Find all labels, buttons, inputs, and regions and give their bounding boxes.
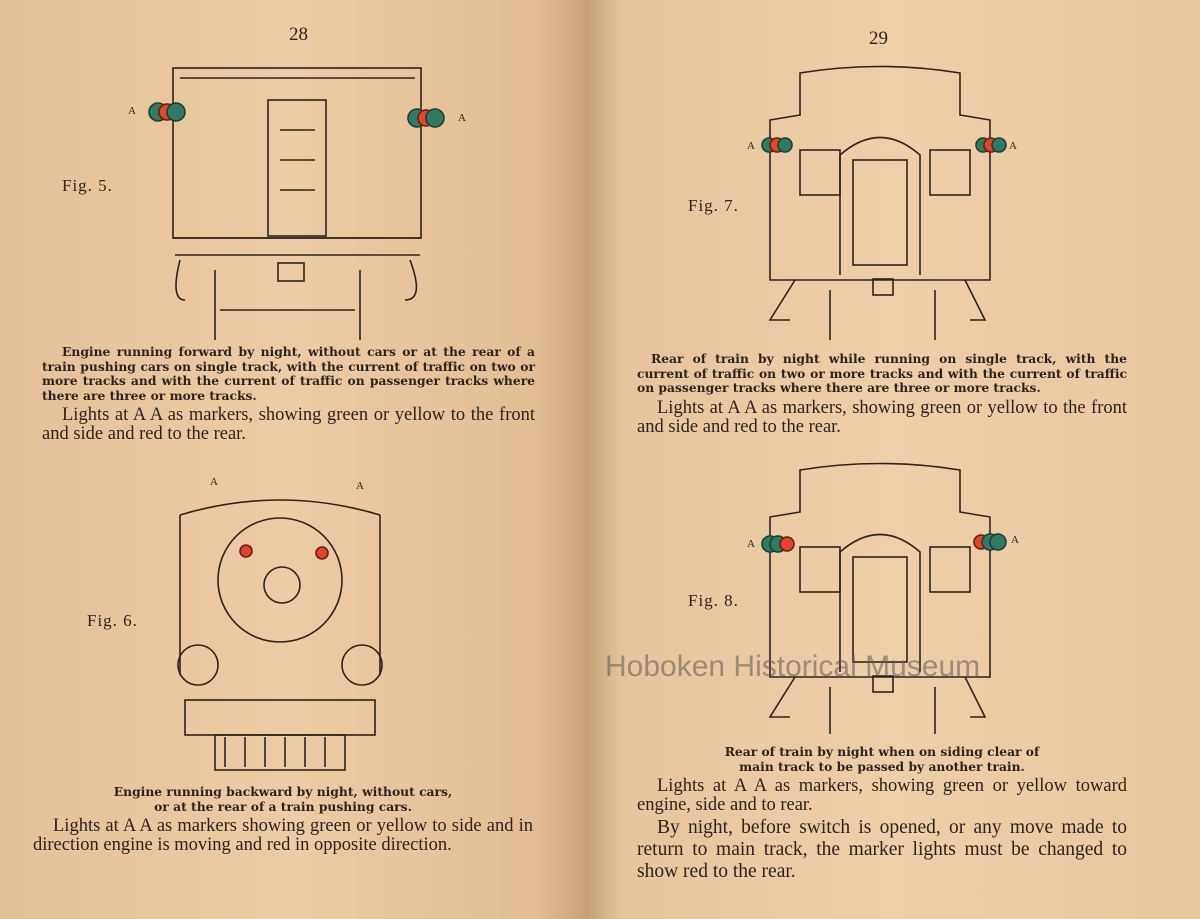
body-text: Lights at A A as markers, showing green … (637, 776, 1127, 815)
engine-backward-illustration (177, 499, 383, 771)
fig7-text-block: Rear of train by night while running on … (637, 351, 1127, 437)
right-page: 29 Fig. 7. A A Rear of train by night wh… (585, 0, 1200, 919)
engine-forward-illustration (148, 67, 445, 340)
figure-label: Fig. 5. (62, 176, 113, 195)
body-text: Lights at A A as markers, showing green … (42, 405, 535, 444)
body-text: Lights at A A as markers showing green o… (33, 816, 533, 855)
marker-label: A (458, 112, 466, 124)
page-number: 29 (869, 28, 888, 49)
caption-line: or at the rear of a train pushing cars. (154, 798, 412, 814)
fig6-text-block: Engine running backward by night, withou… (33, 784, 533, 855)
marker-label: A (747, 140, 755, 152)
marker-label: A (128, 105, 136, 117)
figure-caption: Engine running forward by night, without… (42, 344, 535, 403)
caption-line: main track to be passed by another train… (739, 758, 1025, 774)
marker-label: A (1009, 140, 1017, 152)
marker-label: A (747, 538, 755, 550)
fig8-text-block: Rear of train by night when on siding cl… (637, 744, 1127, 883)
left-page: 28 Fig. 5. A A Engine running forward by… (0, 0, 585, 919)
fig5-text-block: Engine running forward by night, without… (42, 344, 535, 444)
body-text: Lights at A A as markers, showing green … (637, 397, 1127, 437)
figure-label: Fig. 8. (688, 591, 739, 610)
caption-line: Rear of train by night when on siding cl… (724, 744, 1040, 759)
figure-caption: Rear of train by night when on siding cl… (637, 744, 1127, 774)
figure-label: Fig. 7. (688, 196, 739, 215)
caption-line: Engine running backward by night, withou… (113, 784, 453, 799)
marker-label: A (1011, 534, 1019, 546)
figure-label: Fig. 6. (87, 611, 138, 630)
watermark: Hoboken Historical Museum (605, 650, 981, 683)
figure-caption: Rear of train by night while running on … (637, 351, 1127, 395)
train-rear-illustration (761, 65, 1007, 340)
body-text: By night, before switch is opened, or an… (637, 817, 1127, 882)
figure-caption: Engine running backward by night, withou… (33, 784, 533, 814)
train-rear-illustration (761, 462, 1007, 734)
marker-label: A (356, 480, 364, 492)
marker-label: A (210, 476, 218, 488)
page-number: 28 (289, 24, 308, 45)
